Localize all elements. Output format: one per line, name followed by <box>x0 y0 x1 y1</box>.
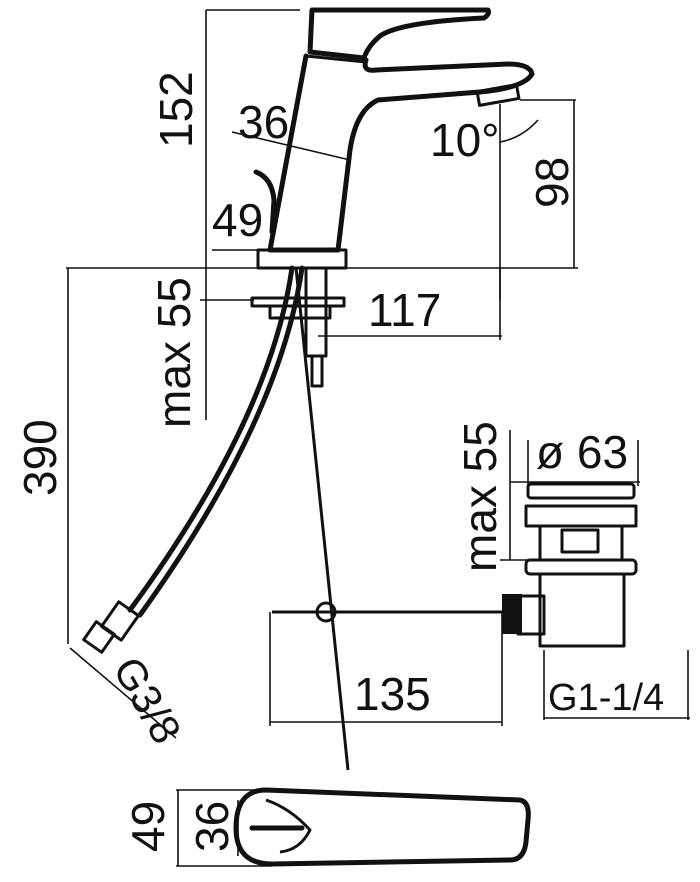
faucet-top-view <box>233 787 531 867</box>
dim-390: 390 <box>14 419 66 496</box>
waste-cap <box>526 482 636 500</box>
rod-clamp <box>315 601 337 623</box>
lever-handle <box>307 7 491 61</box>
dim-117: 117 <box>368 284 441 336</box>
dim-g3-8: G3/8 <box>104 649 190 751</box>
waste-tail <box>538 574 626 648</box>
dim-waste-diameter: ø 63 <box>536 426 628 478</box>
popup-rod-lever <box>253 169 277 235</box>
flexible-hose <box>127 265 305 618</box>
waste-window <box>560 528 600 554</box>
rod-nut <box>502 594 522 634</box>
dim-49-top: 49 <box>122 801 174 852</box>
dimension-lines <box>66 9 690 867</box>
popup-rod-vertical <box>294 267 350 771</box>
dim-36: 36 <box>238 96 289 148</box>
hose-fitting <box>82 600 140 654</box>
dim-max55-waste: max 55 <box>454 421 506 572</box>
dim-g1-1-4: G1-1/4 <box>548 677 664 719</box>
dim-49-lever: 49 <box>212 194 263 246</box>
dim-max55-tap: max 55 <box>148 277 200 428</box>
top-lever <box>265 798 312 854</box>
lever-joint-line <box>305 54 367 64</box>
dim-98: 98 <box>526 157 578 208</box>
threaded-stud <box>304 266 328 358</box>
dim-36-top: 36 <box>186 801 238 852</box>
base-plate <box>256 248 348 270</box>
dim-135: 135 <box>354 668 431 720</box>
dim-10-degree: 10° <box>430 114 500 166</box>
waste-valve <box>502 482 638 648</box>
waste-flange <box>524 558 638 576</box>
faucet-body <box>267 53 535 253</box>
stud-tip <box>310 354 324 388</box>
waste-body-upper <box>524 504 638 528</box>
dim-152: 152 <box>150 71 202 148</box>
aerator <box>475 83 521 107</box>
